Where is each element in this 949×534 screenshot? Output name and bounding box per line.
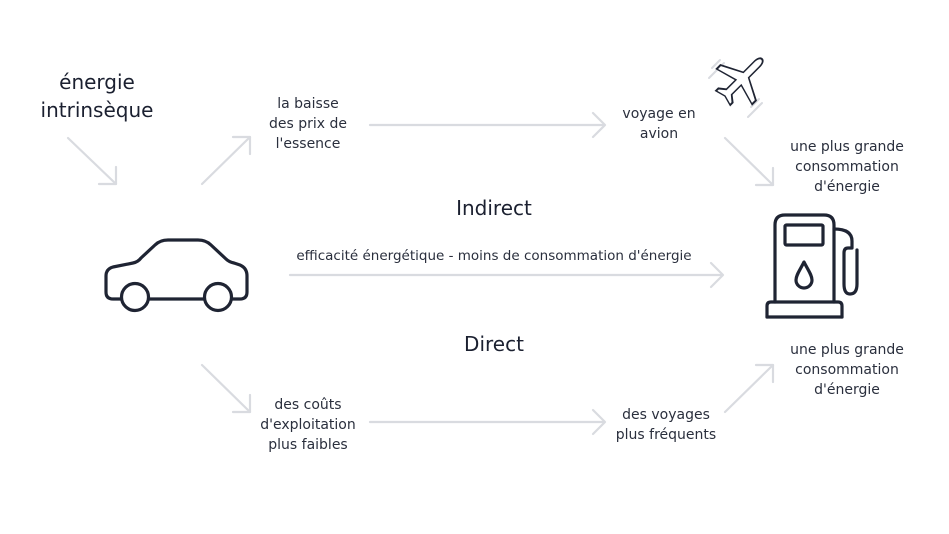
node-frequent-trips-line: des voyages	[622, 407, 710, 423]
fuel-pump-icon	[765, 213, 859, 319]
airplane-icon	[708, 57, 764, 118]
arrow-air-to-energy	[723, 136, 775, 187]
node-air-travel: voyage en avion	[609, 104, 709, 144]
node-price-drop-line: l'essence	[275, 136, 341, 152]
indirect-heading: Indirect	[456, 196, 532, 220]
car-icon	[104, 238, 249, 313]
node-more-energy-bottom-line: une plus grande	[790, 342, 904, 358]
node-frequent-trips-line: plus fréquents	[615, 427, 717, 443]
title-line-1: énergie	[59, 70, 135, 94]
arrow-efficiency	[288, 261, 725, 289]
node-price-drop-line: la baisse	[277, 96, 339, 112]
diagram-title: énergie intrinsèque	[30, 68, 164, 124]
title-line-2: intrinsèque	[40, 98, 154, 122]
node-frequent-trips: des voyages plus fréquents	[606, 405, 726, 445]
node-air-travel-line: avion	[639, 126, 679, 142]
arrow-car-to-price	[200, 135, 252, 186]
direct-heading: Direct	[464, 332, 524, 356]
node-price-drop-line: des prix de	[268, 116, 347, 132]
node-more-energy-top: une plus grande consommation d'énergie	[782, 137, 912, 197]
node-more-energy-bottom: une plus grande consommation d'énergie	[782, 340, 912, 400]
node-lower-costs: des coûts d'exploitation plus faibles	[252, 395, 364, 455]
node-more-energy-top-line: d'énergie	[814, 179, 880, 195]
arrow-title-to-car	[66, 136, 118, 186]
node-more-energy-top-line: consommation	[795, 159, 899, 175]
node-more-energy-bottom-line: consommation	[795, 362, 899, 378]
node-lower-costs-line: des coûts	[274, 397, 342, 413]
node-lower-costs-line: plus faibles	[268, 437, 348, 453]
node-efficiency: efficacité énergétique - moins de consom…	[296, 248, 692, 264]
node-air-travel-line: voyage en	[622, 106, 696, 122]
arrow-price-to-air	[368, 111, 607, 139]
arrow-costs-to-trips	[368, 408, 607, 436]
node-lower-costs-line: d'exploitation	[260, 417, 356, 433]
node-more-energy-bottom-line: d'énergie	[814, 382, 880, 398]
node-price-drop: la baisse des prix de l'essence	[258, 94, 358, 154]
node-more-energy-top-line: une plus grande	[790, 139, 904, 155]
arrow-car-to-costs	[200, 363, 252, 414]
arrow-trips-to-energy	[723, 363, 775, 414]
